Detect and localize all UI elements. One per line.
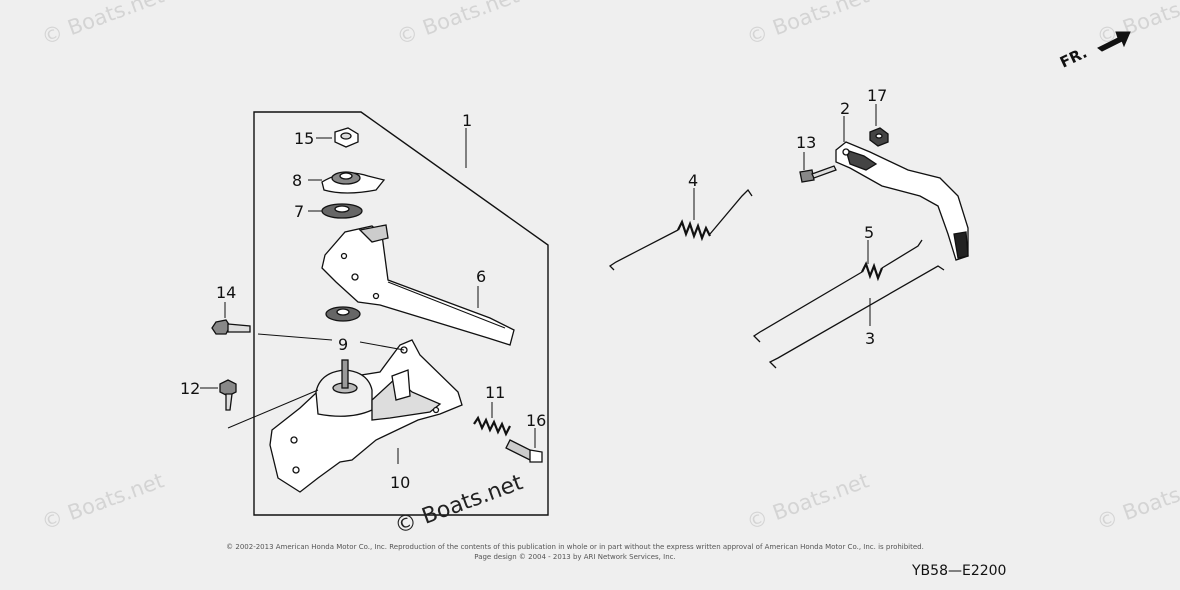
callout-label: 10 (390, 473, 410, 492)
callout-label: 5 (864, 223, 874, 242)
callout-labels: 1 2 3 4 5 6 7 8 9 10 11 12 13 14 15 16 1… (180, 86, 887, 492)
nut-15 (334, 127, 359, 148)
rod-3 (768, 265, 945, 369)
callout-label: 13 (796, 133, 816, 152)
callout-label: 16 (526, 411, 546, 430)
callout-label: 9 (338, 335, 348, 354)
callout-label: 15 (294, 129, 314, 148)
copyright-line: © 2002-2013 American Honda Motor Co., In… (226, 543, 924, 551)
rod-5 (752, 239, 923, 343)
callout-label: 12 (180, 379, 200, 398)
screw-16 (505, 439, 543, 463)
washer-7 (321, 203, 363, 219)
callout-label: 6 (476, 267, 486, 286)
callout-label: 2 (840, 99, 850, 118)
bolt-13 (799, 165, 837, 183)
nut-17 (869, 127, 889, 147)
leader-lines (200, 104, 877, 464)
watermark: © Boats.net (1094, 0, 1180, 50)
front-direction-indicator: FR. (1057, 31, 1131, 72)
callout-label: 14 (216, 283, 236, 302)
page-design-line: Page design © 2004 - 2013 by ARI Network… (474, 553, 675, 561)
watermark: © Boats.net (744, 468, 873, 534)
assembly-outline-1 (253, 111, 549, 516)
watermark: © Boats.net (394, 0, 523, 50)
control-lever-6 (321, 224, 515, 346)
bolt-14 (211, 319, 251, 335)
throttle-lever-2 (835, 141, 969, 261)
spring-4 (608, 188, 753, 271)
washer-9 (325, 306, 361, 322)
main-watermark: © Boats.net (392, 470, 527, 540)
callout-label: 3 (865, 329, 875, 348)
watermark-layer: © Boats.net © Boats.net © Boats.net © Bo… (39, 0, 1180, 535)
callout-label: 4 (688, 171, 698, 190)
watermark: © Boats.net (39, 0, 168, 50)
watermark: © Boats.net (39, 468, 168, 534)
lever-plate-8 (321, 171, 386, 194)
watermark: © Boats.net (744, 0, 873, 50)
callout-label: 1 (462, 111, 472, 130)
bolt-12 (219, 379, 237, 411)
control-base-10 (269, 339, 463, 493)
diagram-code: YB58—E2200 (911, 563, 1006, 579)
callout-label: 7 (294, 202, 304, 221)
front-direction-label: FR. (1057, 44, 1090, 72)
spring-11 (473, 415, 511, 437)
callout-label: 8 (292, 171, 302, 190)
front-arrow-icon (1097, 31, 1131, 52)
callout-label: 17 (867, 86, 887, 105)
watermark: © Boats.net (1094, 468, 1180, 534)
callout-label: 11 (485, 383, 505, 402)
